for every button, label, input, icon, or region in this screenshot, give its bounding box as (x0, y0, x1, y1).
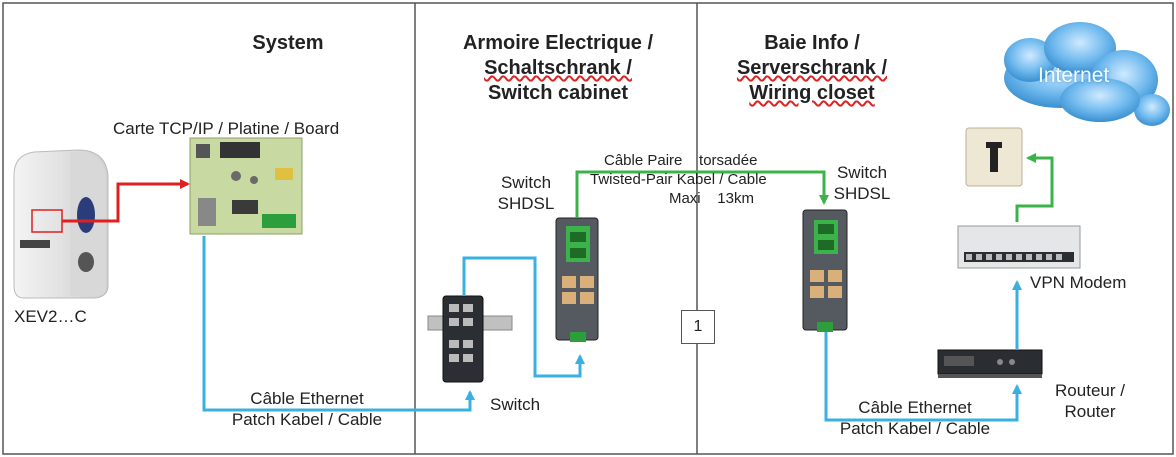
ethernet-left-line1: Câble Ethernet (250, 389, 364, 408)
switch-shdsl-left-line1: Switch (500, 173, 552, 192)
switch-shdsl-left-line2: SHDSL (497, 194, 555, 213)
ethernet-right-line2: Patch Kabel / Cable (839, 419, 991, 438)
twisted-pair-line3: Maxi 13km (668, 190, 754, 207)
header-closet-line3: Wiring closet (749, 82, 875, 104)
shdsl-link (575, 170, 829, 218)
ethernet-link-board-switch (202, 236, 475, 412)
board-label: Carte TCP/IP / Platine / Board (113, 119, 340, 138)
vpn-modem-label: VPN Modem (1030, 273, 1127, 292)
switch-shdsl-right-line2: SHDSL (833, 184, 891, 203)
ethernet-link-switch-shdsl (462, 256, 585, 378)
circuit-board-icon (189, 137, 303, 235)
ethernet-right-line1: Câble Ethernet (858, 398, 972, 417)
header-cabinet-line3: Switch cabinet (487, 82, 629, 104)
ethernet-right-label: Câble Ethernet Patch Kabel / Cable (820, 397, 1010, 439)
twisted-pair-line1: Câble Paire torsadée (604, 152, 758, 169)
section-marker: 1 (681, 310, 715, 344)
router-label: Routeur / Router (1040, 380, 1140, 422)
internet-cloud-icon (1004, 22, 1170, 126)
header-closet-line1: Baie Info / (764, 32, 860, 54)
ethernet-link-shdsl-router (824, 332, 1022, 422)
power-link (62, 179, 190, 223)
ethernet-left-label: Câble Ethernet Patch Kabel / Cable (208, 388, 406, 430)
ethernet-left-line2: Patch Kabel / Cable (231, 410, 383, 429)
ev-charger-icon (13, 149, 109, 299)
device-label: XEV2…C (14, 307, 87, 326)
header-system-text: System (252, 32, 324, 54)
shdsl-switch-icon-right (802, 209, 848, 332)
router-line2: Router (1064, 402, 1116, 421)
switch-label: Switch (490, 395, 541, 414)
switch-shdsl-right-line1: Switch (836, 163, 888, 182)
header-cabinet-line1: Armoire Electrique / (462, 32, 654, 54)
internet-label: Internet (1038, 64, 1110, 87)
shdsl-switch-icon-left (555, 217, 599, 342)
switch-shdsl-left-label: Switch SHDSL (494, 172, 558, 214)
router-icon (937, 349, 1043, 378)
twisted-pair-label: Câble Paire torsadée Twisted-Pair Kabel … (590, 151, 790, 208)
header-system: System (238, 31, 338, 56)
network-socket-icon (965, 127, 1023, 187)
twisted-pair-line2: Twisted-Pair Kabel / Cable (590, 171, 767, 188)
switch-shdsl-right-label: Switch SHDSL (830, 162, 894, 204)
vpn-modem-icon (957, 225, 1081, 269)
router-line1: Routeur / (1055, 381, 1125, 400)
ethernet-switch-icon (427, 295, 513, 383)
header-closet: Baie Info / Serverschrank / Wiring close… (712, 31, 912, 106)
header-cabinet-line2: Schaltschrank / (484, 57, 632, 79)
internet-link (1015, 153, 1054, 222)
header-cabinet: Armoire Electrique / Schaltschrank / Swi… (430, 31, 686, 106)
header-closet-line2: Serverschrank / (736, 57, 888, 79)
